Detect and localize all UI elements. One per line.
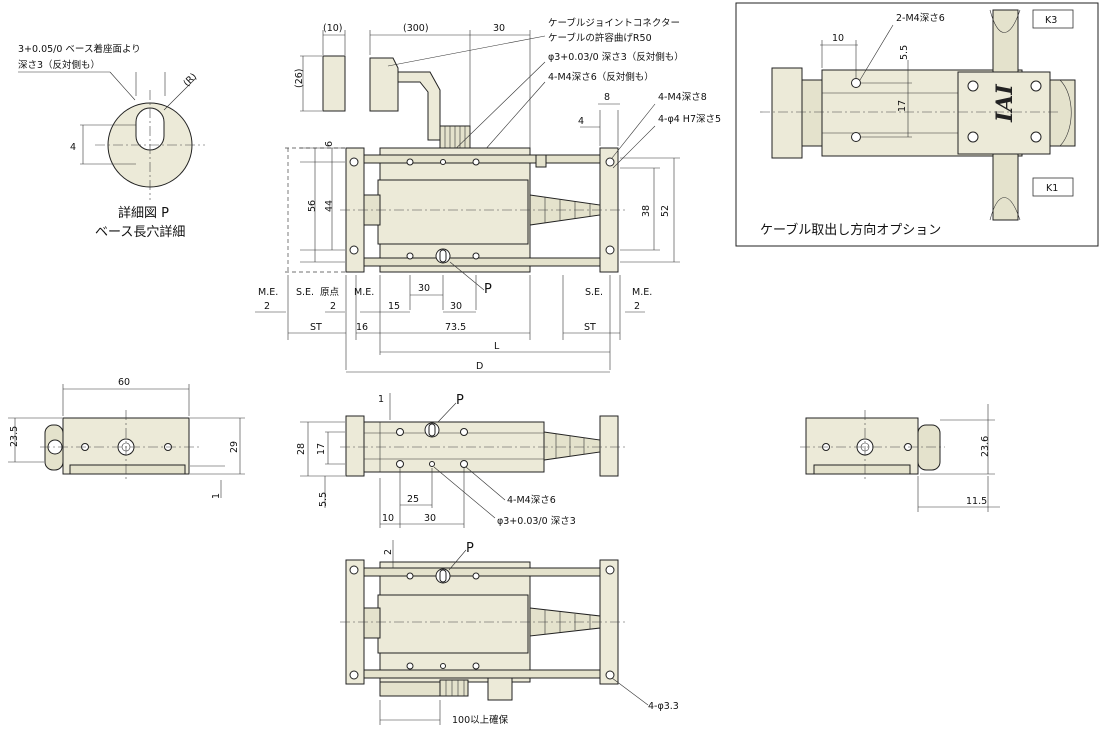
hole-note-1: φ3+0.03/0 深さ3（反対側も） xyxy=(548,51,684,63)
opt-cable-k1 xyxy=(992,153,1019,221)
rod-bottom xyxy=(363,257,601,267)
detail-dim-4: 4 xyxy=(70,142,76,153)
front-view: 60 23.5 29 1 xyxy=(8,377,245,499)
dim-2-left: 2 xyxy=(264,301,270,312)
dim-4r: 4 xyxy=(578,116,584,127)
sv-dim-11-5: 11.5 xyxy=(966,496,987,507)
dim-30a: 30 xyxy=(418,283,430,294)
rod-top xyxy=(363,154,601,164)
note-phi4: 4-φ4 H7深さ5 xyxy=(658,114,721,125)
lv-motor xyxy=(377,594,529,654)
bv-plate-left xyxy=(345,415,365,477)
dim-10p: (10) xyxy=(323,23,343,34)
bv-dim-17: 17 xyxy=(316,443,327,455)
opt-k1: K1 xyxy=(1046,183,1058,194)
opt-k3: K3 xyxy=(1045,15,1057,26)
dim-26p: (26) xyxy=(294,68,305,88)
note-m4-8: 4-M4深さ8 xyxy=(658,92,707,103)
dim-38: 38 xyxy=(641,205,652,217)
dim-st-right: ST xyxy=(584,322,596,333)
dim-D: D xyxy=(476,361,483,372)
detail-title-2: ベース長穴詳細 xyxy=(95,224,185,240)
lv-connector xyxy=(487,677,513,701)
dim-73-5: 73.5 xyxy=(445,322,466,333)
dim-st-left: ST xyxy=(310,322,322,333)
dim-2-right: 2 xyxy=(634,301,640,312)
cable-note-1: ケーブルジョイントコネクター xyxy=(548,17,680,29)
lv-p-label: P xyxy=(466,541,474,556)
label-se-right: S.E. xyxy=(585,287,603,298)
bottom-view: 1 P 28 17 5.5 25 10 30 4-M4深さ6 φ3+0.03/0… xyxy=(296,393,625,528)
dim-15: 15 xyxy=(388,301,400,312)
sv-dim-23-6: 23.6 xyxy=(980,436,991,457)
cable xyxy=(397,71,441,141)
dim-8: 8 xyxy=(604,92,610,103)
front-dim-29: 29 xyxy=(229,441,240,453)
dim-6: 6 xyxy=(324,141,335,147)
opt-end-plate xyxy=(771,67,803,159)
bv-bellows xyxy=(543,431,601,461)
p-label-top: P xyxy=(484,282,492,297)
hole-note-2: 4-M4深さ6（反対側も） xyxy=(548,71,654,83)
lv-note-phi: 4-φ3.3 xyxy=(648,701,679,712)
detail-base-note-depth: 深さ3（反対側も） xyxy=(18,59,100,71)
dim-52: 52 xyxy=(660,205,671,217)
opt-cable-k3 xyxy=(992,9,1019,73)
front-dim-1: 1 xyxy=(211,493,222,499)
iai-logo: IAI xyxy=(992,84,1018,123)
lv-note-100: 100以上確保 xyxy=(452,714,509,726)
detail-r-label: (R) xyxy=(182,71,200,89)
dim-L: L xyxy=(494,341,500,352)
opt-title: ケーブル取出し方向オプション xyxy=(760,222,941,238)
opt-dim-5-5: 5.5 xyxy=(899,45,910,60)
bv-dim-10: 10 xyxy=(382,513,394,524)
connector-block-left xyxy=(322,55,346,112)
detail-base-note-tol: 3+0.05/0 ベース着座面より xyxy=(18,43,141,55)
motor-body xyxy=(377,179,529,245)
opt-dim-10: 10 xyxy=(832,33,844,44)
dim-30-top: 30 xyxy=(493,23,505,34)
bv-note-phi3: φ3+0.03/0 深さ3 xyxy=(497,516,576,527)
detail-p: 3+0.05/0 ベース着座面より 深さ3（反対側も） 4 (R) 詳細図 P … xyxy=(18,43,205,240)
bv-dim-28: 28 xyxy=(296,443,307,455)
front-dim-23-5: 23.5 xyxy=(9,426,20,447)
dim-30b: 30 xyxy=(450,301,462,312)
dim-56: 56 xyxy=(307,200,318,212)
cable-note-2: ケーブルの許容曲げR50 xyxy=(548,32,652,44)
connector-plug xyxy=(369,57,399,112)
detail-title-1: 詳細図 P xyxy=(118,205,169,221)
dim-2-center: 2 xyxy=(330,301,336,312)
bv-dim-25: 25 xyxy=(407,494,419,505)
label-se-left: S.E. xyxy=(296,287,314,298)
stopper xyxy=(535,154,547,168)
top-view: (10) (300) 30 (26) ケーブルジョイントコネクター ケーブルの許… xyxy=(255,17,721,373)
bv-dim-5-5: 5.5 xyxy=(318,492,329,507)
front-dim-60: 60 xyxy=(118,377,130,388)
label-me-left: M.E. xyxy=(258,287,278,298)
label-me-center: M.E. xyxy=(354,287,374,298)
dim-16: 16 xyxy=(356,322,368,333)
label-origin: 原点 xyxy=(320,287,340,298)
opt-cable-right xyxy=(1049,79,1076,147)
cable-option-box: IAI 10 2-M4深さ6 5.5 17 K3 K1 ケーブル取出し方向オプシ… xyxy=(735,2,1099,247)
bv-dim-1: 1 xyxy=(378,394,384,405)
dim-44: 44 xyxy=(324,200,335,212)
lv-dim-2: 2 xyxy=(383,549,394,555)
dim-300p: (300) xyxy=(403,23,429,34)
bv-p-label: P xyxy=(456,393,464,408)
bv-dim-30: 30 xyxy=(424,513,436,524)
bv-plate-right xyxy=(599,415,619,477)
opt-note: 2-M4深さ6 xyxy=(896,13,945,24)
label-me-right: M.E. xyxy=(632,287,652,298)
side-view: 23.6 11.5 xyxy=(800,404,1000,512)
lower-view: 2 P 4-φ3.3 100以上確保 xyxy=(340,540,679,726)
opt-dim-17: 17 xyxy=(897,100,908,112)
bv-note-m4: 4-M4深さ6 xyxy=(507,495,556,506)
